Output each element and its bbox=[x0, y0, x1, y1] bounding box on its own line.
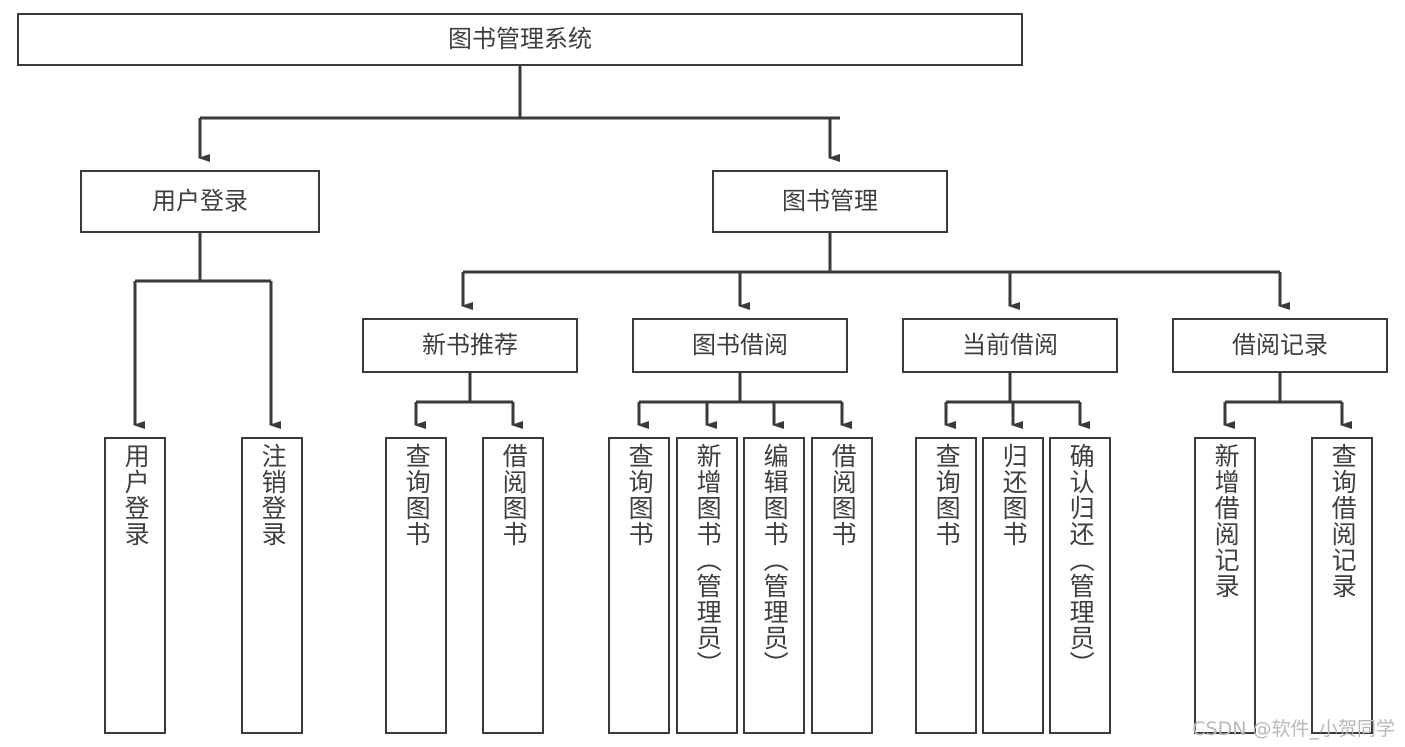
leaf-logout[interactable]: 注销登录 bbox=[241, 437, 303, 734]
leaf-query-borrow-record[interactable]: 查询借阅记录 bbox=[1311, 437, 1373, 734]
leaf-confirm-return-admin[interactable]: 确认归还（管理员） bbox=[1049, 437, 1111, 734]
leaf-query-book-current[interactable]: 查询图书 bbox=[915, 437, 977, 734]
leaf-query-book-borrow[interactable]: 查询图书 bbox=[608, 437, 670, 734]
leaf-user-login-label: 用户登录 bbox=[121, 443, 151, 547]
leaf-user-login[interactable]: 用户登录 bbox=[104, 437, 166, 734]
watermark-text: CSDN @软件_小贺同学 bbox=[1192, 718, 1395, 740]
node-current-borrow-label: 当前借阅 bbox=[962, 330, 1058, 359]
leaf-borrow-book-recommend-label: 借阅图书 bbox=[499, 443, 529, 547]
leaf-edit-book-admin-label: 编辑图书（管理员） bbox=[760, 443, 790, 677]
leaf-add-book-admin[interactable]: 新增图书（管理员） bbox=[676, 437, 738, 734]
node-book-management-label: 图书管理 bbox=[782, 186, 878, 215]
leaf-query-borrow-record-label: 查询借阅记录 bbox=[1328, 443, 1358, 599]
leaf-query-book-borrow-label: 查询图书 bbox=[625, 443, 655, 547]
node-book-borrow-label: 图书借阅 bbox=[692, 330, 788, 359]
leaf-borrow-book-recommend[interactable]: 借阅图书 bbox=[482, 437, 544, 734]
leaf-return-book[interactable]: 归还图书 bbox=[982, 437, 1044, 734]
leaf-add-borrow-record[interactable]: 新增借阅记录 bbox=[1194, 437, 1256, 734]
leaf-add-book-admin-label: 新增图书（管理员） bbox=[693, 443, 723, 677]
node-borrow-record[interactable]: 借阅记录 bbox=[1172, 318, 1388, 373]
leaf-borrow-book-label: 借阅图书 bbox=[828, 443, 858, 547]
node-user-login[interactable]: 用户登录 bbox=[80, 170, 320, 233]
leaf-query-book-current-label: 查询图书 bbox=[932, 443, 962, 547]
node-borrow-record-label: 借阅记录 bbox=[1232, 330, 1328, 359]
node-book-borrow[interactable]: 图书借阅 bbox=[632, 318, 848, 373]
node-current-borrow[interactable]: 当前借阅 bbox=[902, 318, 1118, 373]
leaf-borrow-book[interactable]: 借阅图书 bbox=[811, 437, 873, 734]
leaf-logout-label: 注销登录 bbox=[258, 443, 288, 547]
leaf-return-book-label: 归还图书 bbox=[999, 443, 1029, 547]
leaf-query-book-recommend[interactable]: 查询图书 bbox=[385, 437, 447, 734]
leaf-confirm-return-admin-label: 确认归还（管理员） bbox=[1066, 443, 1096, 677]
leaf-add-borrow-record-label: 新增借阅记录 bbox=[1211, 443, 1241, 599]
node-root[interactable]: 图书管理系统 bbox=[17, 13, 1023, 66]
leaf-edit-book-admin[interactable]: 编辑图书（管理员） bbox=[743, 437, 805, 734]
node-new-book-recommend-label: 新书推荐 bbox=[422, 330, 518, 359]
node-book-management[interactable]: 图书管理 bbox=[712, 170, 948, 233]
leaf-query-book-recommend-label: 查询图书 bbox=[402, 443, 432, 547]
node-root-label: 图书管理系统 bbox=[448, 24, 592, 53]
node-new-book-recommend[interactable]: 新书推荐 bbox=[362, 318, 578, 373]
node-user-login-label: 用户登录 bbox=[152, 186, 248, 215]
